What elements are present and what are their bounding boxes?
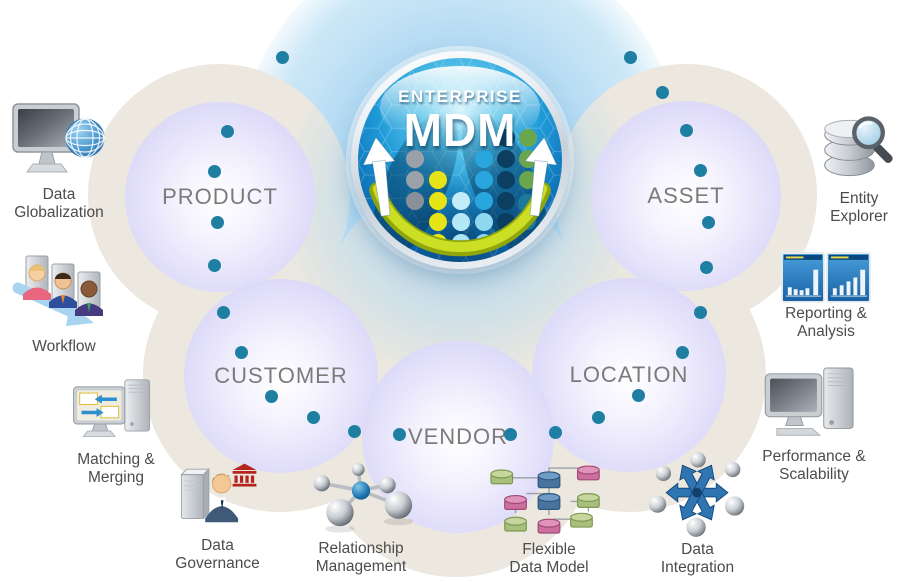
- monitor-globe-icon: [12, 103, 105, 173]
- decor-dot: [306, 410, 320, 424]
- feature-label-data-integration: Data Integration: [660, 541, 735, 576]
- decor-dot: [548, 425, 562, 439]
- arrows-hub-icon: [648, 452, 744, 537]
- sphere-mosaic-dot: [475, 213, 493, 231]
- feature-label-entity-explorer: Entity Explorer: [830, 190, 888, 225]
- bar-chart-screens-icon: [781, 252, 871, 303]
- decor-dot: [679, 123, 693, 137]
- sphere-mosaic-dot: [429, 192, 447, 210]
- domain-label-vendor: VENDOR: [407, 424, 509, 449]
- mdm-label: MDM: [403, 104, 517, 156]
- database-magnifier-icon: [824, 116, 893, 177]
- sphere-mosaic-dot: [497, 171, 515, 189]
- sphere-mosaic-dot: [406, 192, 424, 210]
- feature-performance-scalability: Performance & Scalability: [752, 366, 876, 484]
- people-arrow-icon: [12, 255, 103, 326]
- domain-label-location: LOCATION: [569, 362, 689, 387]
- decor-dot: [675, 345, 689, 359]
- white-up-arrow-left: [362, 136, 396, 217]
- sphere-mosaic-dot: [406, 150, 424, 168]
- domain-label-asset: ASSET: [647, 183, 725, 208]
- decor-dot: [631, 388, 645, 402]
- sphere-mosaic-dot: [497, 150, 515, 168]
- server-person-bank-icon: [179, 463, 256, 523]
- decor-dot: [655, 85, 669, 99]
- decor-dot: [699, 260, 713, 274]
- decor-dot: [623, 50, 637, 64]
- feature-matching-merging: Matching & Merging: [52, 376, 180, 487]
- sphere-mosaic-dot: [475, 171, 493, 189]
- sphere-mosaic-dot: [452, 213, 470, 231]
- enterprise-mdm-sphere: ENTERPRISE MDM: [351, 51, 569, 269]
- feature-data-integration: Data Integration: [640, 450, 755, 577]
- workstation-icon: [764, 367, 854, 436]
- enterprise-label: ENTERPRISE: [398, 87, 522, 106]
- sphere-mosaic-dot: [429, 171, 447, 189]
- domain-circle-customer: CUSTOMER: [184, 279, 378, 473]
- domain-circle-location: LOCATION: [532, 278, 726, 472]
- decor-dot: [693, 163, 707, 177]
- decor-dot: [347, 424, 361, 438]
- feature-workflow: Workflow: [4, 250, 124, 356]
- decor-dot: [220, 124, 234, 138]
- feature-label-performance-scalability: Performance & Scalability: [762, 448, 866, 483]
- sphere-gloss: [380, 66, 540, 150]
- feature-label-flexible-data-model: Flexible Data Model: [509, 541, 589, 576]
- sphere-mosaic-dot: [475, 150, 493, 168]
- feature-entity-explorer: Entity Explorer: [818, 108, 900, 226]
- decor-dot: [503, 427, 517, 441]
- decor-dot: [264, 389, 278, 403]
- domain-label-product: PRODUCT: [162, 184, 278, 209]
- decor-dot: [207, 258, 221, 272]
- sphere-mosaic-dot: [519, 171, 537, 189]
- feature-label-matching-merging: Matching & Merging: [77, 451, 155, 486]
- entity-diagram-icon: [490, 465, 600, 534]
- sphere-mosaic-dot: [475, 192, 493, 210]
- sphere-mosaic-dot: [429, 213, 447, 231]
- feature-label-data-globalization: Data Globalization: [14, 186, 104, 221]
- decor-dot: [693, 305, 707, 319]
- feature-data-globalization: Data Globalization: [0, 100, 118, 222]
- decor-dot: [275, 50, 289, 64]
- domain-label-customer: CUSTOMER: [214, 363, 348, 388]
- monitor-merge-icon: [73, 379, 151, 437]
- feature-label-data-governance: Data Governance: [175, 537, 260, 572]
- decor-dot: [701, 215, 715, 229]
- feature-reporting-analysis: Reporting & Analysis: [766, 252, 886, 341]
- feature-label-relationship-management: Relationship Management: [315, 540, 407, 575]
- white-up-arrow-right: [524, 136, 558, 217]
- sphere-mosaic-dot: [406, 171, 424, 189]
- sphere-mosaic-dot: [497, 192, 515, 210]
- decor-dot: [216, 305, 230, 319]
- feature-data-governance: Data Governance: [160, 460, 275, 573]
- feature-flexible-data-model: Flexible Data Model: [484, 462, 614, 577]
- sphere-mosaic-dot: [452, 192, 470, 210]
- node-network-icon: [313, 463, 414, 533]
- decor-dot: [210, 215, 224, 229]
- decor-dot: [392, 427, 406, 441]
- decor-dot: [234, 345, 248, 359]
- domain-circle-product: PRODUCT: [125, 102, 315, 292]
- feature-label-workflow: Workflow: [32, 338, 96, 355]
- decor-dot: [591, 410, 605, 424]
- feature-relationship-management: Relationship Management: [296, 454, 426, 576]
- feature-label-reporting-analysis: Reporting & Analysis: [785, 305, 867, 340]
- decor-dot: [207, 164, 221, 178]
- green-arc-arrows: [362, 136, 558, 257]
